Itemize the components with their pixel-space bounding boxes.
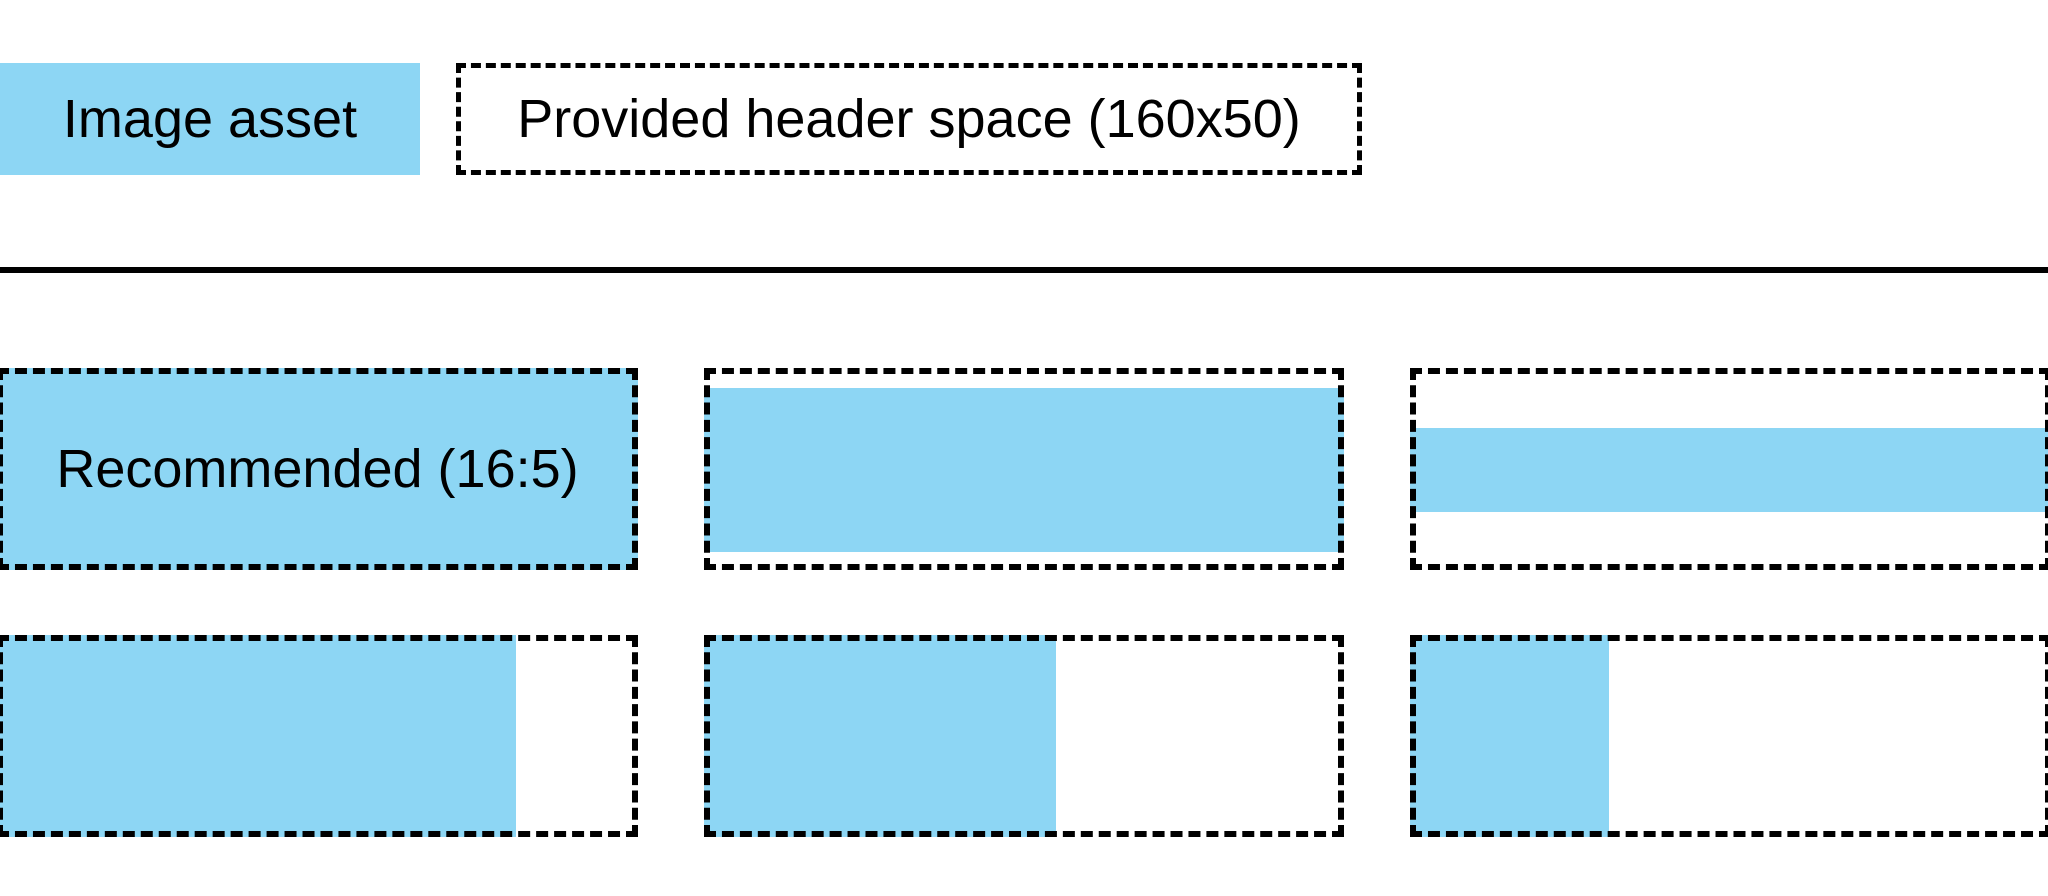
header-space-dashed-border bbox=[1410, 635, 2048, 837]
aspect-cell-tall-left bbox=[0, 635, 638, 837]
aspect-cell-tallest-left bbox=[1410, 635, 2048, 837]
aspect-cell-recommended: Recommended (16:5) bbox=[0, 368, 638, 570]
legend-header-space-label: Provided header space (160x50) bbox=[517, 89, 1301, 149]
legend-image-asset-swatch: Image asset bbox=[0, 63, 420, 175]
header-space-dashed-border bbox=[1410, 368, 2048, 570]
image-asset-fill bbox=[704, 635, 1056, 837]
section-divider bbox=[0, 267, 2048, 273]
legend-header-space-box: Provided header space (160x50) bbox=[456, 63, 1362, 175]
header-space-dashed-border bbox=[0, 368, 638, 570]
legend-image-asset-label: Image asset bbox=[62, 89, 358, 149]
aspect-cell-very-wide-band bbox=[1410, 368, 2048, 570]
aspect-cell-taller-left bbox=[704, 635, 1344, 837]
header-space-dashed-border bbox=[704, 635, 1344, 837]
recommended-ratio-label: Recommended (16:5) bbox=[56, 439, 579, 499]
aspect-cell-wide-letterboxed bbox=[704, 368, 1344, 570]
image-asset-fill bbox=[1410, 635, 1609, 837]
header-space-dashed-border bbox=[0, 635, 638, 837]
image-asset-fill bbox=[1410, 427, 2048, 513]
image-asset-fill bbox=[0, 635, 517, 837]
image-asset-fill bbox=[704, 388, 1344, 552]
header-space-dashed-border bbox=[704, 368, 1344, 570]
image-asset-fill bbox=[0, 368, 638, 570]
